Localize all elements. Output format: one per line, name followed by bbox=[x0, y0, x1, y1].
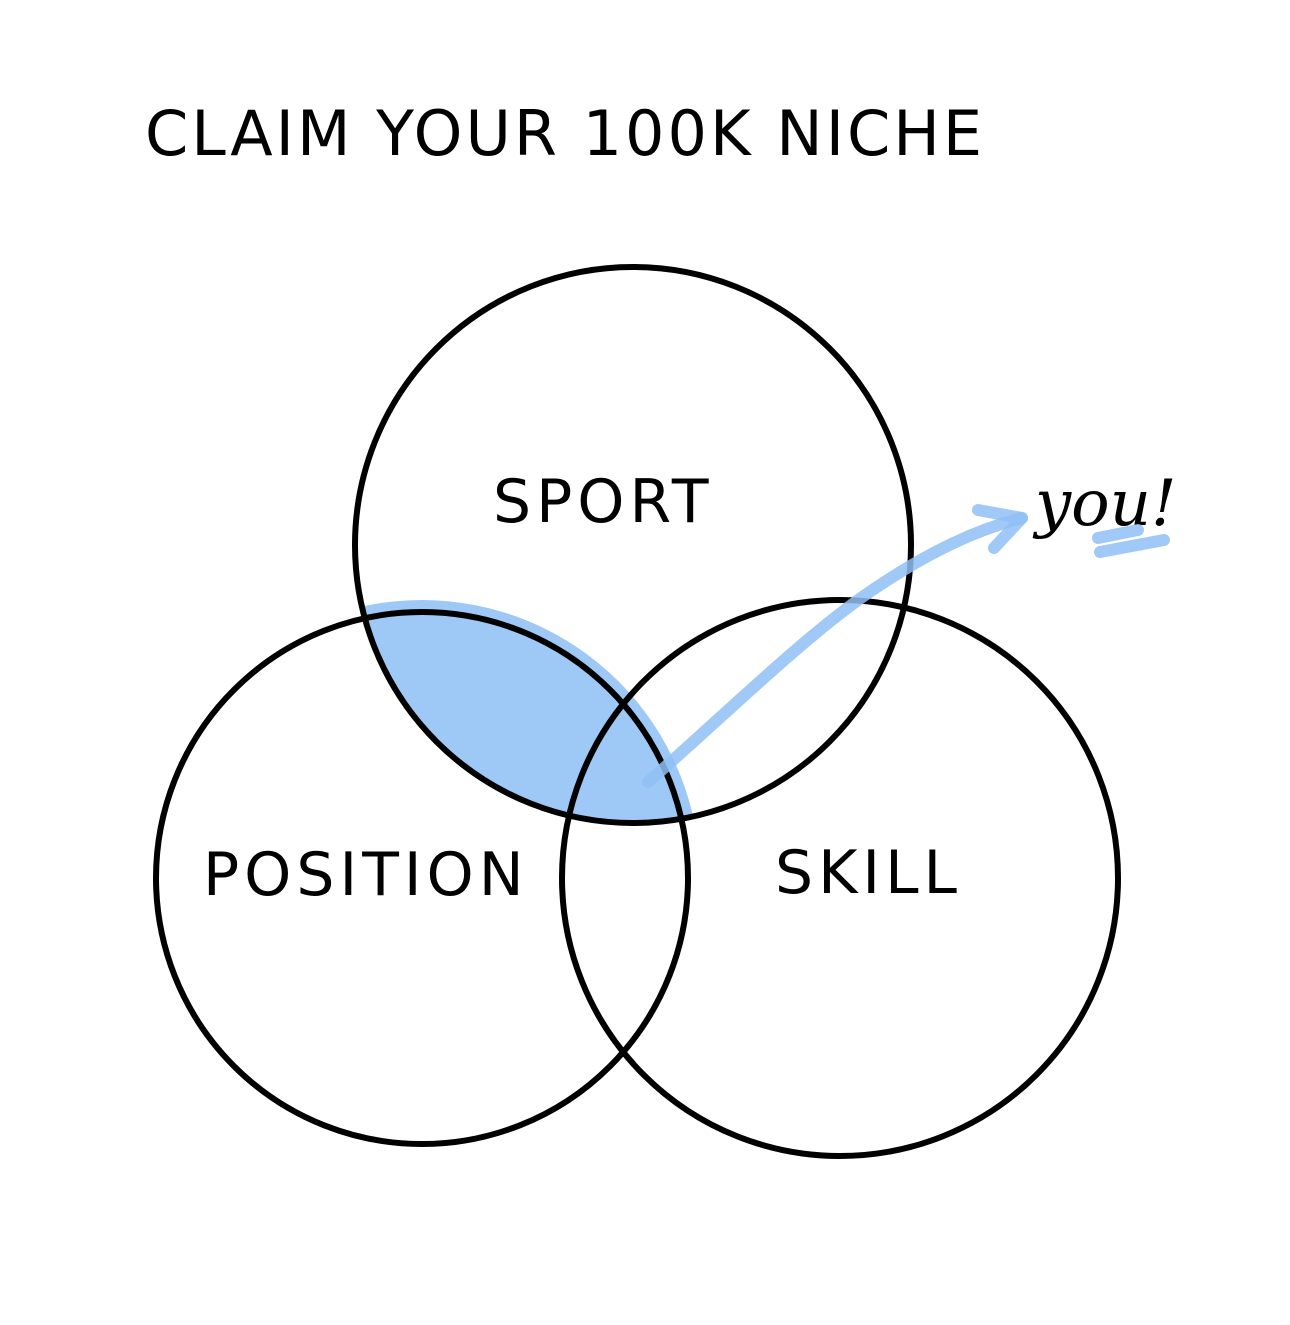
arrow-head bbox=[972, 504, 1028, 554]
skill-label: SKILL bbox=[775, 838, 962, 908]
callout-underline bbox=[1092, 524, 1170, 558]
callout-label: you! bbox=[1032, 467, 1177, 541]
diagram-title: CLAIM YOUR 100K NICHE bbox=[145, 97, 985, 170]
sport-label: SPORT bbox=[493, 467, 713, 537]
position-label: POSITION bbox=[203, 840, 529, 910]
skill-circle bbox=[559, 597, 1121, 1159]
sport-circle bbox=[352, 264, 914, 826]
arrow-icon bbox=[642, 504, 1028, 788]
arrow-shaft bbox=[642, 512, 1028, 788]
position-circle bbox=[153, 609, 691, 1147]
